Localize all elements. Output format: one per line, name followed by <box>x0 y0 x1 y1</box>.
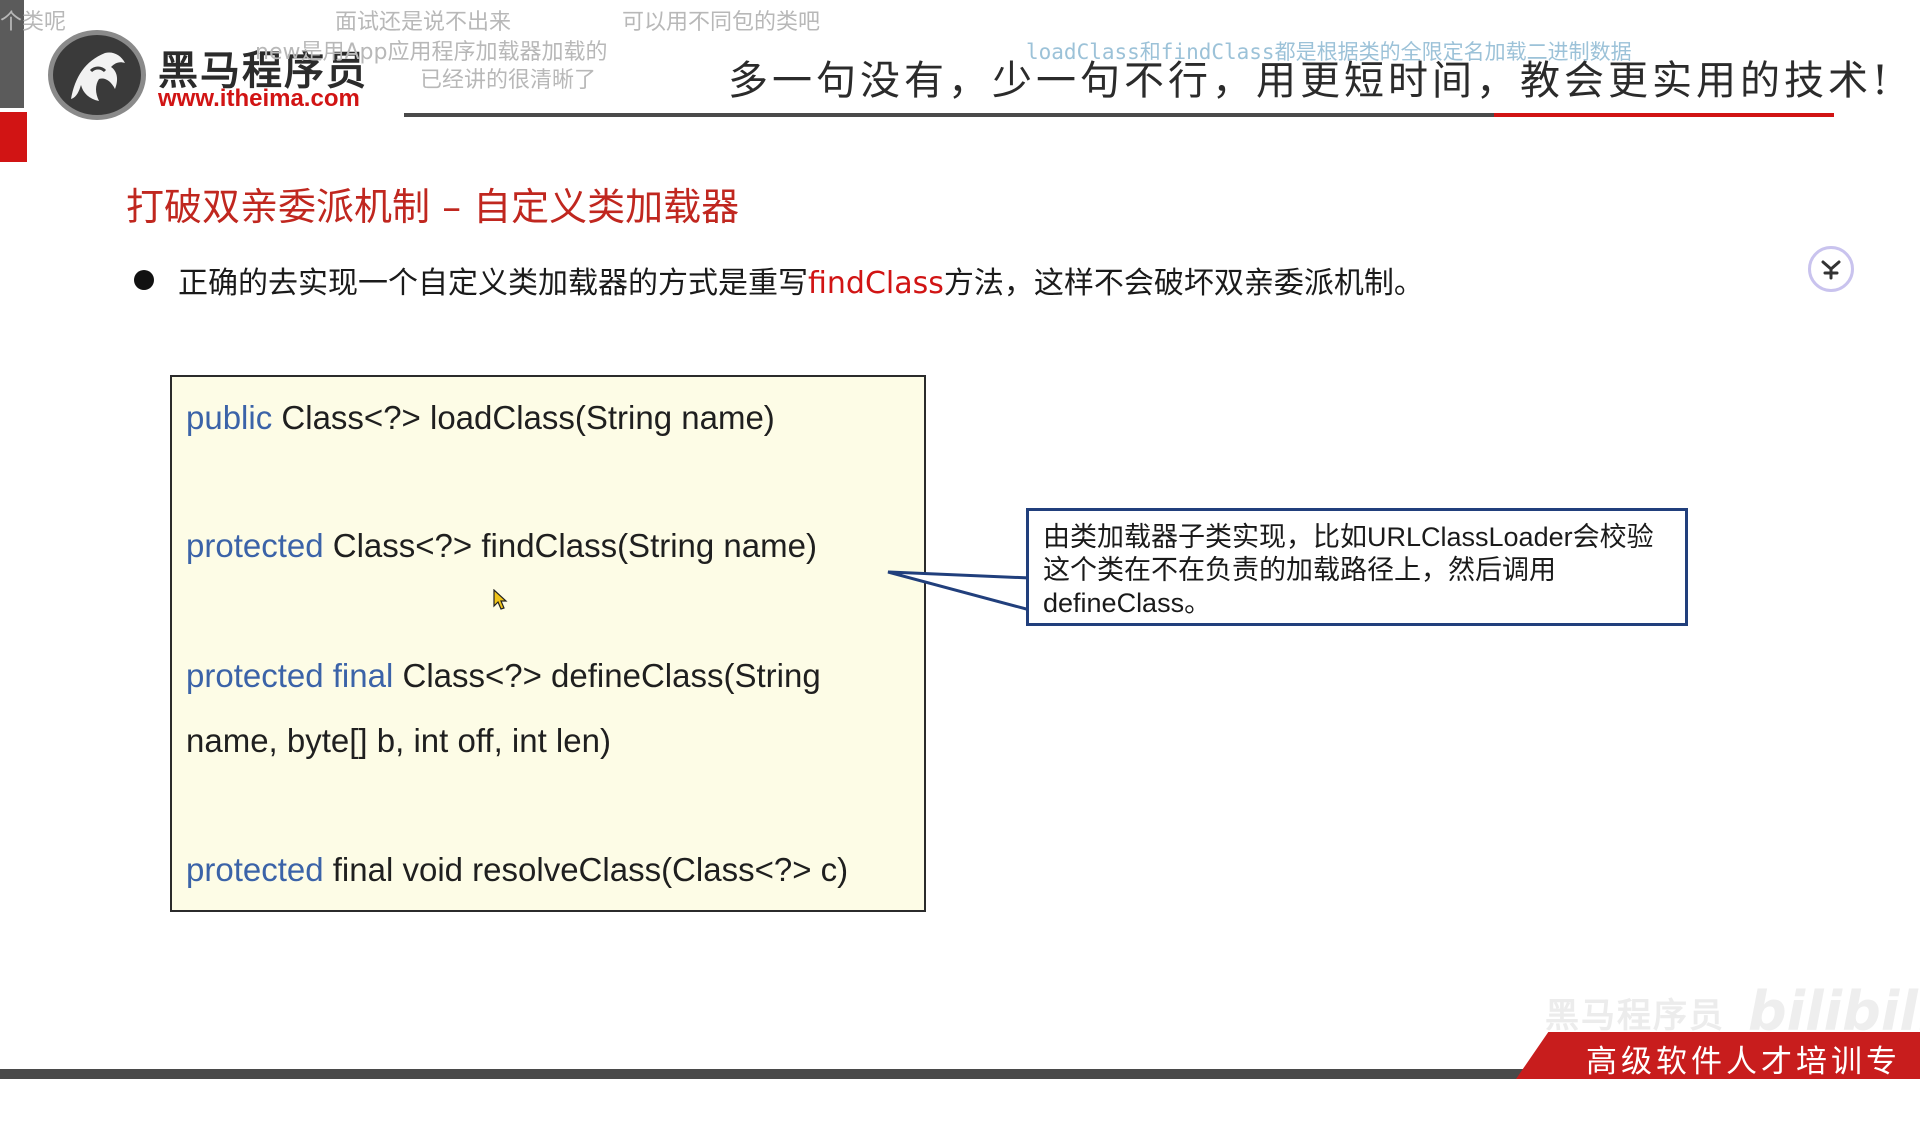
horse-logo-icon <box>48 30 146 120</box>
danmaku-comment: 可以用不同包的类吧 <box>622 10 821 35</box>
code-signature: Class<?> findClass(String name) <box>323 527 817 564</box>
code-line-defineclass-params: name, byte[] b, int off, int len) <box>186 722 611 759</box>
danmaku-comment: 个类呢 <box>0 10 67 35</box>
code-box: public Class<?> loadClass(String name) p… <box>170 375 926 912</box>
bullet-dot <box>134 270 154 290</box>
bottom-bar <box>0 1069 1920 1079</box>
danmaku-comment: new是用App应用程序加载器加载的 <box>255 40 608 65</box>
danmaku-comment: loadClass和findClass都是根据类的全限定名加载二进制数据 <box>1026 40 1632 64</box>
callout-note: 由类加载器子类实现，比如URLClassLoader会校验这个类在不在负责的加载… <box>1026 508 1688 626</box>
bullet-text-post: 方法，这样不会破坏双亲委派机制。 <box>943 266 1424 301</box>
left-edge-accent <box>0 112 27 162</box>
bullet-highlight: findClass <box>808 266 944 301</box>
code-keyword: public <box>186 399 273 436</box>
code-line-loadclass: public Class<?> loadClass(String name) <box>186 399 775 437</box>
logo-url: www.itheima.com <box>158 85 360 112</box>
side-circle-icon[interactable] <box>1808 246 1854 292</box>
header-divider <box>404 113 1494 117</box>
footer-banner <box>1516 1032 1920 1079</box>
left-edge-strip <box>0 0 24 108</box>
header-divider-accent <box>1494 113 1834 117</box>
code-keyword: protected <box>186 851 324 888</box>
code-line-findclass: protected Class<?> findClass(String name… <box>186 527 817 565</box>
footer-banner-text: 高级软件人才培训专家 <box>1586 1044 1901 1125</box>
code-keyword: protected final <box>186 657 394 694</box>
code-keyword: protected <box>186 527 324 564</box>
mouse-cursor-icon <box>493 589 508 610</box>
logo-name: 黑马程序员 <box>158 48 368 94</box>
code-signature: Class<?> loadClass(String name) <box>272 399 775 436</box>
code-line-resolveclass: protected final void resolveClass(Class<… <box>186 851 848 889</box>
bullet-text-pre: 正确的去实现一个自定义类加载器的方式是重写 <box>178 266 808 301</box>
danmaku-comment: 面试还是说不出来 <box>335 10 512 35</box>
header-slogan: 多一句没有，少一句不行，用更短时间，教会更实用的技术! <box>728 58 1893 104</box>
slide-title: 打破双亲委派机制 – 自定义类加载器 <box>126 185 740 229</box>
code-signature: Class<?> defineClass(String <box>393 657 821 694</box>
code-line-defineclass: protected final Class<?> defineClass(Str… <box>186 657 821 695</box>
watermark-text: 黑马程序员 <box>1545 996 1725 1036</box>
bullet-text: 正确的去实现一个自定义类加载器的方式是重写findClass方法，这样不会破坏双… <box>178 258 1424 302</box>
code-signature: final void resolveClass(Class<?> c) <box>323 851 849 888</box>
danmaku-comment: 已经讲的很清晰了 <box>420 68 597 93</box>
